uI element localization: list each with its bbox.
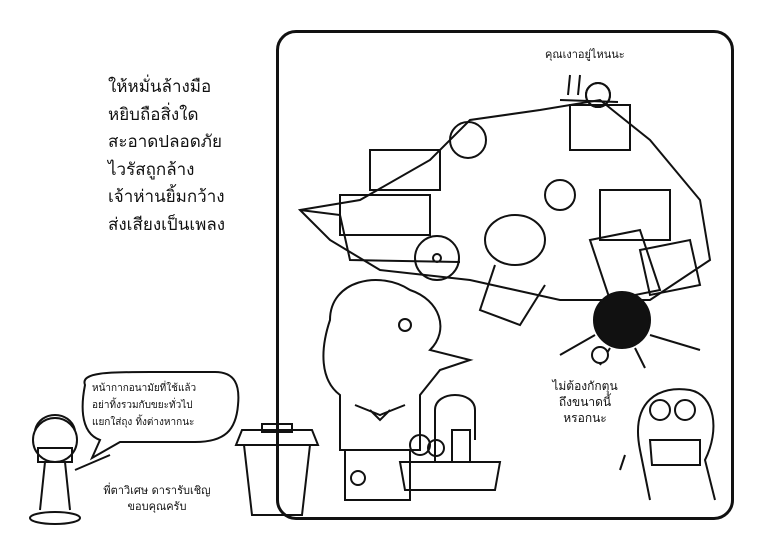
doctor-speech-line: ไม่ต้องกักตุน	[552, 379, 618, 393]
snail-speech: คุณเงาอยู่ไหนนะ	[545, 48, 625, 61]
mascot-speech-line: อย่าทิ้งรวมกับขยะทั่วไป	[92, 400, 193, 411]
poem-line: หยิบถือสิ่งใด	[108, 104, 199, 125]
mascot-speech-line: หน้ากากอนามัยที่ใช้แล้ว	[92, 383, 197, 394]
caption-line: พี่ตาวิเศษ ดารารับเชิญ	[103, 484, 211, 497]
comic-panel	[276, 30, 734, 520]
speech-bubble	[81, 371, 240, 461]
mascot-speech: หน้ากากอนามัยที่ใช้แล้ว อย่าทิ้งรวมกับขย…	[92, 380, 196, 431]
poem-line: ไวรัสถูกล้าง	[108, 159, 195, 180]
guest-caption: พี่ตาวิเศษ ดารารับเชิญ ขอบคุณครับ	[92, 483, 222, 515]
trash-bin-drawing	[234, 423, 320, 516]
mascot-drawing	[29, 414, 111, 525]
sink-drawing	[398, 394, 502, 491]
doctor-speech-line: หรอกนะ	[563, 411, 607, 425]
mascot-speech-line: แยกใส่ถุง ทิ้งต่างหากนะ	[92, 417, 195, 428]
poem-line: ส่งเสียงเป็นเพลง	[108, 214, 226, 235]
doctor-speech: ไม่ต้องกักตุน ถึงขนาดนี้ หรอกนะ	[535, 378, 635, 426]
poem-line: สะอาดปลอดภัย	[108, 132, 222, 152]
poem-line: ให้หมั่นล้างมือ	[108, 77, 212, 97]
cart-drawing	[299, 209, 461, 281]
child-drawing	[478, 214, 546, 327]
goose-drawing	[322, 279, 474, 501]
snail-drawing	[559, 74, 619, 108]
hoard-pile-drawing	[297, 82, 712, 302]
poem-line: เจ้าห่านยิ้มกว้าง	[108, 187, 225, 207]
doctor-drawing	[619, 388, 716, 501]
poem: ให้หมั่นล้างมือ หยิบถือสิ่งใด สะอาดปลอดภ…	[108, 74, 225, 239]
caption-line: ขอบคุณครับ	[127, 500, 187, 513]
virus-drawing	[559, 291, 701, 369]
doctor-speech-line: ถึงขนาดนี้	[558, 395, 612, 409]
